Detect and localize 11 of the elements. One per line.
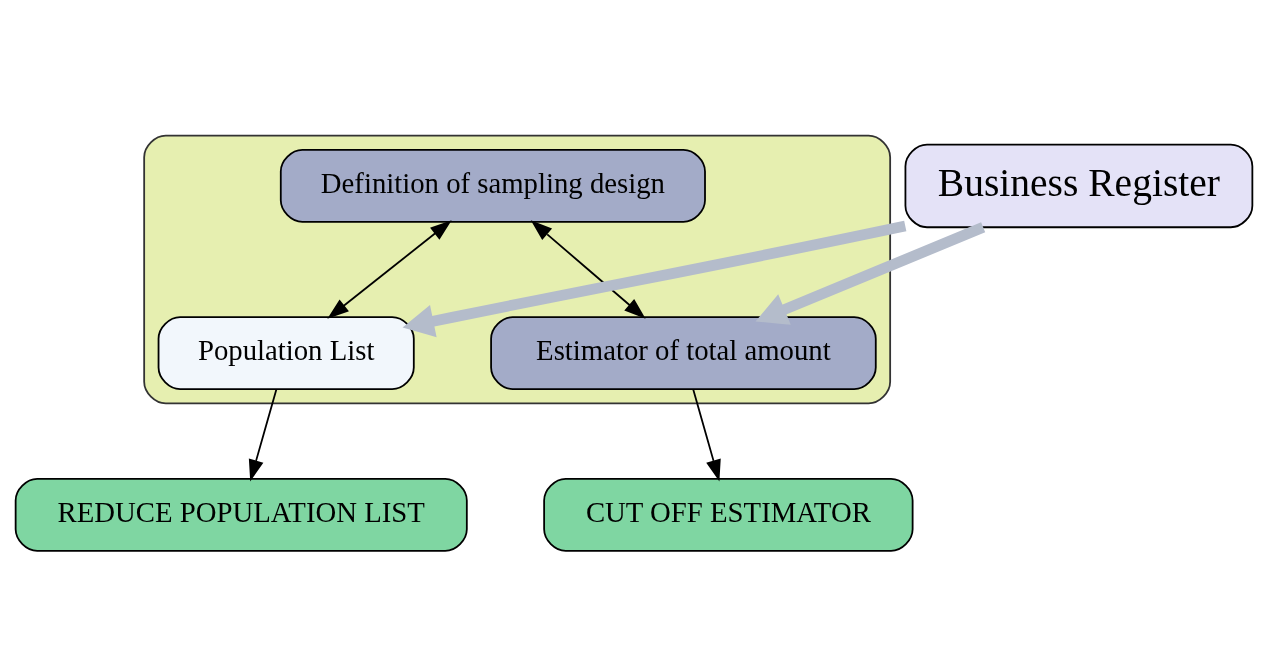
- arrow: [755, 222, 986, 325]
- arrow: [530, 220, 646, 319]
- node-box: REDUCE POPULATION LIST: [14, 478, 468, 552]
- cluster: [143, 134, 892, 405]
- node-box: Population List: [157, 316, 415, 390]
- arrow: [327, 220, 452, 319]
- node-box: CUT OFF ESTIMATOR: [543, 478, 914, 552]
- node-box: Business Register: [904, 143, 1254, 229]
- arrow: [402, 220, 907, 338]
- node-box: Definition of sampling design: [279, 149, 706, 223]
- node-box: Estimator of total amount: [490, 316, 877, 390]
